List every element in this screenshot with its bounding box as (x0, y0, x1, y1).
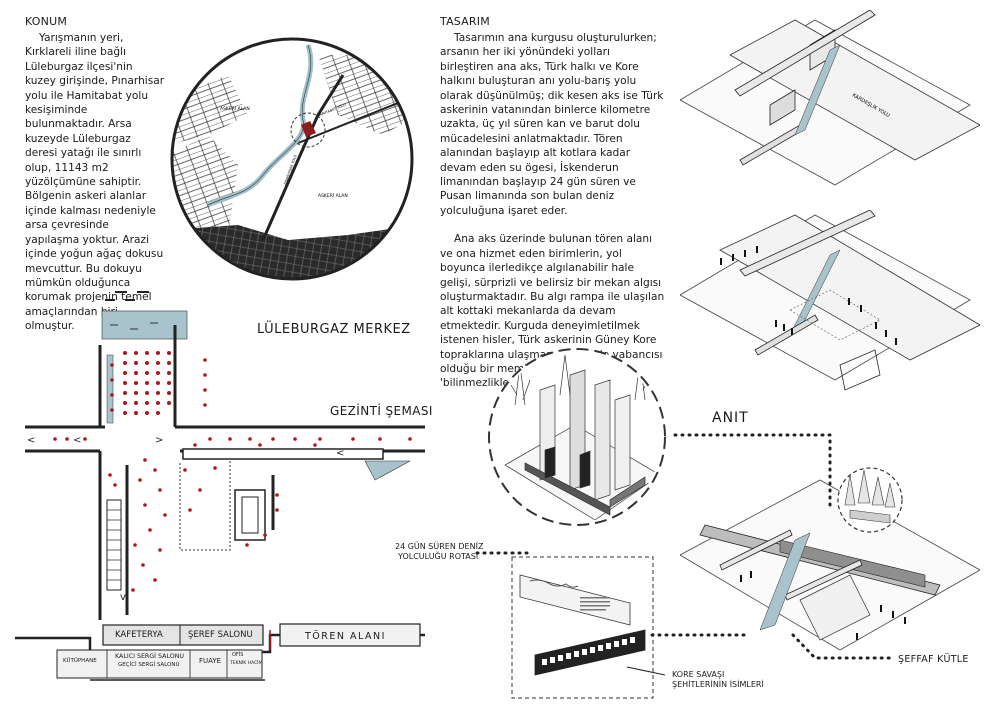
konum-text: Yarışmanın yeri, Kırklareli iline bağlı … (25, 31, 165, 334)
water-wedge-right (364, 460, 411, 481)
axo-diagram-3 (680, 467, 980, 651)
site-plan: < < > < ^ v (20, 291, 435, 636)
tasarim-paragraph-2: Ana aks üzerinde bulunan tören alanı ve … (440, 233, 665, 390)
map-label-askeri-1: ASKERİ ALAN (220, 105, 250, 112)
svg-text:>: > (155, 435, 163, 446)
deniz-label-2: YOLCULUĞU ROTASI (398, 552, 479, 561)
kore-label-2: ŞEHİTLERİNİN İSİMLERİ (672, 680, 764, 689)
anit-connector (673, 433, 832, 507)
section-ofis: OFİS (232, 652, 244, 658)
axo-diagram-2 (680, 210, 980, 391)
tasarim-text: Tasarımın ana kurgusu oluşturulurken; ar… (440, 31, 665, 391)
site-marker (301, 121, 316, 137)
section-gecici: GEÇİCİ SERGİ SALONU (118, 662, 180, 668)
deniz-connector (475, 551, 535, 555)
section-teknik: TEKNİK HACİM (230, 661, 263, 666)
section-toren: TÖREN ALANI (305, 631, 386, 642)
building-section (15, 620, 435, 700)
svg-text:<: < (27, 435, 35, 446)
anit-label: ANIT (712, 410, 749, 426)
svg-text:<: < (336, 448, 344, 459)
section-kafeterya: KAFETERYA (115, 630, 163, 640)
plan-title: GEZİNTİ ŞEMASI (330, 404, 433, 418)
deniz-route-panel (511, 556, 654, 699)
axo-diagram-1: KARDEŞLİK YOLU (680, 10, 980, 186)
map-title: LÜLEBURGAZ MERKEZ (257, 322, 411, 337)
tasarim-paragraph-1: Tasarımın ana kurgusu oluşturulurken; ar… (440, 32, 664, 217)
plan-north-dashes (105, 291, 149, 301)
tasarim-heading: TASARIM (440, 15, 490, 28)
monument-detail (488, 348, 666, 526)
seffaf-label: ŞEFFAF KÜTLE (898, 654, 969, 665)
kore-label-1: KORE SAVAŞI (672, 670, 725, 679)
section-fuaye: FUAYE (199, 657, 222, 665)
deniz-label-1: 24 GÜN SÜREN DENİZ (395, 542, 484, 551)
location-map: ASKERİ ALAN ASKERİ ALAN PINARHISAR YOLU … (170, 37, 414, 281)
panel-to-axo-connector (650, 633, 747, 637)
konum-heading: KONUM (25, 15, 68, 28)
section-seref: ŞEREF SALONU (188, 630, 253, 640)
seffaf-connector (791, 633, 897, 660)
map-label-askeri-2: ASKERİ ALAN (318, 192, 348, 199)
kore-connector (626, 666, 666, 676)
svg-text:v: v (120, 592, 126, 603)
plan-red-dots (53, 351, 412, 592)
konum-paragraph: Yarışmanın yeri, Kırklareli iline bağlı … (25, 32, 165, 333)
svg-text:^: ^ (180, 425, 188, 436)
section-kalici: KALICI SERGİ SALONU (115, 653, 185, 660)
section-kutuphane: KÜTÜPHANE (63, 658, 97, 664)
svg-text:<: < (73, 435, 81, 446)
